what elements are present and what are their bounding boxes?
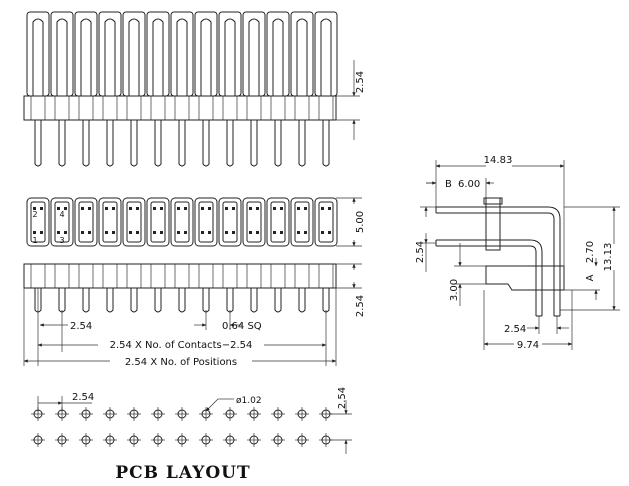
pcb-hole	[79, 407, 93, 421]
front-contact	[242, 197, 266, 313]
pcb-hole	[175, 433, 189, 447]
contacts-dimension-label: 2.54 X No. of Contacts−2.54	[110, 340, 253, 351]
top-pin	[26, 11, 50, 167]
top-view: 2.54	[23, 11, 366, 167]
pcb-hole-label: ø1.02	[236, 396, 262, 406]
top-pin	[314, 11, 338, 167]
side-a-label: A	[585, 274, 596, 281]
pin-size-label: 0.64 SQ	[222, 321, 262, 332]
side-b-value: 6.00	[458, 179, 480, 190]
pcb-pitch-label: 2.54	[72, 392, 94, 403]
pcb-hole	[199, 433, 213, 447]
front-pitch-label: 2.54	[70, 321, 92, 332]
front-contact	[314, 197, 338, 313]
side-height-label: 13.13	[603, 243, 614, 272]
front-contact	[146, 197, 170, 313]
top-pin	[194, 11, 218, 167]
pin-mark-4: 4	[59, 210, 64, 219]
front-contact	[170, 197, 194, 313]
front-pin-length-label: 2.54	[355, 295, 366, 317]
pcb-hole	[79, 433, 93, 447]
front-contact	[98, 197, 122, 313]
pcb-hole	[127, 407, 141, 421]
side-width-label: 14.83	[484, 155, 513, 166]
top-pin	[170, 11, 194, 167]
side-view-base	[485, 265, 565, 291]
pcb-holes	[31, 407, 333, 447]
side-b-label: B	[445, 179, 452, 190]
front-contact	[74, 197, 98, 313]
side-bottom-width-label: 9.74	[517, 340, 539, 351]
side-view-housing	[485, 197, 501, 251]
pcb-hole	[175, 407, 189, 421]
pcb-hole	[199, 407, 213, 421]
top-pin	[74, 11, 98, 167]
front-view: 5.00 2.54 2 4 1 3 2.54 0.64 SQ 2.54 X No…	[23, 197, 366, 368]
pcb-layout-title: PCB LAYOUT	[115, 463, 250, 483]
front-contact	[266, 197, 290, 313]
pcb-layout: 2.54 ø1.02 2.54 PCB LAYOUT	[31, 387, 352, 483]
side-bottom-pitch-label: 2.54	[504, 324, 526, 335]
front-contact	[50, 197, 74, 313]
pcb-hole	[223, 433, 237, 447]
top-pin	[122, 11, 146, 167]
front-contact	[194, 197, 218, 313]
pcb-hole	[247, 407, 261, 421]
top-pitch-label: 2.54	[355, 71, 366, 93]
pcb-row-pitch-label: 2.54	[337, 387, 348, 409]
pcb-hole	[103, 407, 117, 421]
pcb-hole	[103, 433, 117, 447]
front-contact	[290, 197, 314, 313]
top-pin	[266, 11, 290, 167]
pcb-hole	[127, 433, 141, 447]
side-offset-label: 3.00	[449, 279, 460, 301]
side-view: 14.83 B 6.00 2.54 3.00 A 2.70 13.13	[415, 155, 620, 351]
top-view-insulator	[23, 95, 337, 121]
front-view-contacts	[26, 197, 338, 313]
pcb-hole	[31, 433, 45, 447]
top-pin	[242, 11, 266, 167]
side-a-value: 2.70	[585, 241, 596, 263]
pcb-hole	[151, 407, 165, 421]
pin-mark-1: 1	[32, 236, 37, 245]
pcb-hole	[271, 407, 285, 421]
front-contact	[218, 197, 242, 313]
top-pin	[50, 11, 74, 167]
pcb-hole	[247, 433, 261, 447]
top-pin	[218, 11, 242, 167]
front-height-label: 5.00	[355, 211, 366, 233]
pcb-hole	[151, 433, 165, 447]
pcb-hole	[223, 407, 237, 421]
top-pin	[290, 11, 314, 167]
pcb-hole	[55, 433, 69, 447]
pcb-hole	[295, 433, 309, 447]
pcb-hole	[271, 433, 285, 447]
top-pin	[146, 11, 170, 167]
front-contact	[122, 197, 146, 313]
front-view-insulator	[23, 263, 337, 289]
pcb-hole	[295, 407, 309, 421]
positions-dimension-label: 2.54 X No. of Positions	[125, 357, 237, 368]
side-pitch-label: 2.54	[415, 241, 426, 263]
pin-mark-3: 3	[59, 236, 64, 245]
top-pin	[98, 11, 122, 167]
top-view-pins	[26, 11, 338, 167]
pin-mark-2: 2	[32, 210, 37, 219]
